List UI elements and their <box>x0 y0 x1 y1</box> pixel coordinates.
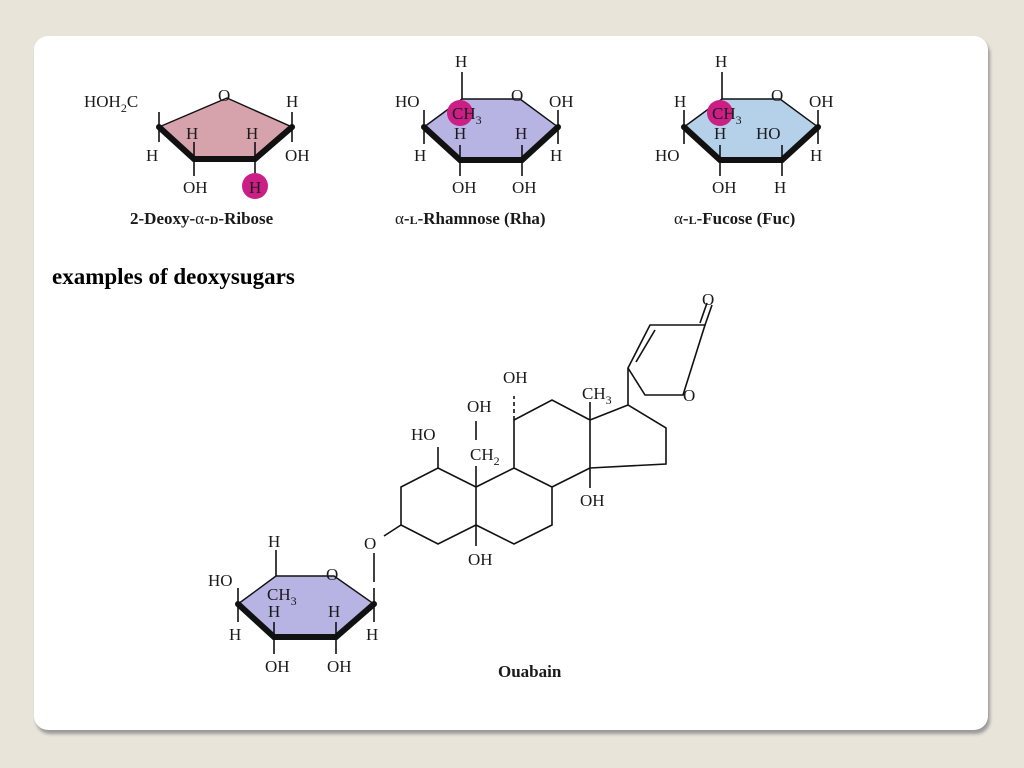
rhamnose-h-c5: H <box>455 52 467 71</box>
fucose-h-c3-up: H <box>714 124 726 143</box>
ouabain-oh-c11: OH <box>503 368 528 387</box>
ribose-oh-c1: OH <box>285 146 310 165</box>
ouabain-structure: O O CH3 OH OH HO CH2 OH OH O H HO CH3 O … <box>208 290 714 681</box>
butenolide-ring <box>627 324 707 396</box>
ouabain-oh-c19: OH <box>467 397 492 416</box>
ribose-h-c4-up: H <box>186 124 198 143</box>
deoxy-position-highlight <box>242 173 268 199</box>
rhamnose-ch3: CH3 <box>452 104 482 127</box>
fucose-h-c5: H <box>715 52 727 71</box>
lactone-ring-oxygen: O <box>683 386 695 405</box>
hoh2c-label: HOH2C <box>84 92 138 115</box>
sugar-oh-c2: OH <box>327 657 352 676</box>
ouabain-sugar-ring <box>236 575 376 638</box>
sugar-ch3: CH3 <box>267 585 297 608</box>
ouabain-oh-c14: OH <box>580 491 605 510</box>
glycosidic-oxygen: O <box>364 534 376 553</box>
rhamnose-oh-c2: OH <box>512 178 537 197</box>
fucose-h-c4-up: H <box>674 92 686 111</box>
fucose-h-c1: H <box>810 146 822 165</box>
rhamnose-h-c4: H <box>414 146 426 165</box>
rhamnose-methyl-highlight <box>447 100 473 126</box>
ribose-h-c4: H <box>146 146 158 165</box>
rhamnose-h-c3-up: H <box>454 124 466 143</box>
fucose-methyl-highlight <box>707 100 733 126</box>
sugar-h-c1: H <box>366 625 378 644</box>
sugar-h-c5: H <box>268 532 280 551</box>
rhamnose-structure: H HO CH3 O OH H H H H OH OH α-L-Rhamnose… <box>395 52 574 228</box>
lactone-carbonyl-oxygen: O <box>702 290 714 309</box>
rhamnose-caption: α-L-Rhamnose (Rha) <box>395 209 546 228</box>
rhamnose-ring <box>422 98 560 161</box>
rhamnose-oh-c1: OH <box>549 92 574 111</box>
ribose-h-c3-up: H <box>246 124 258 143</box>
fucose-structure: H H CH3 O OH H HO HO H OH H α-L-Fucose (… <box>655 52 834 228</box>
ribose-h-c2: H <box>249 178 261 197</box>
ribose-oh-c3: OH <box>183 178 208 197</box>
ribose-ring-oxygen: O <box>218 86 230 105</box>
ouabain-ho-c1: HO <box>411 425 436 444</box>
fucose-ring-oxygen: O <box>771 86 783 105</box>
fucose-h-c2: H <box>774 178 786 197</box>
sugar-ring-oxygen: O <box>326 565 338 584</box>
ribose-caption: 2-Deoxy-α-D-Ribose <box>130 209 274 228</box>
ouabain-caption: Ouabain <box>498 662 562 681</box>
ouabain-oh-c5: OH <box>468 550 493 569</box>
fucose-oh-c1: OH <box>809 92 834 111</box>
sugar-h-c4: H <box>229 625 241 644</box>
rhamnose-oh-c3: OH <box>452 178 477 197</box>
deoxyribose-structure: HOH2C O H H H H OH OH H 2-Deoxy-α-D-Ribo… <box>84 86 310 228</box>
rhamnose-ring-oxygen: O <box>511 86 523 105</box>
sugar-h-c3-up: H <box>268 602 280 621</box>
fucose-ring <box>682 98 820 161</box>
fucose-ho-c4: HO <box>655 146 680 165</box>
slide-heading: examples of deoxysugars <box>52 264 295 289</box>
rhamnose-h-c1: H <box>550 146 562 165</box>
sugar-oh-c3: OH <box>265 657 290 676</box>
fucose-caption: α-L-Fucose (Fuc) <box>674 209 795 228</box>
ouabain-steroid-skeleton <box>400 368 667 545</box>
rhamnose-ho-c4: HO <box>395 92 420 111</box>
fucose-ch3: CH3 <box>712 104 742 127</box>
sugar-h-c2-up: H <box>328 602 340 621</box>
rhamnose-h-c2-up: H <box>515 124 527 143</box>
ribose-h-c1: H <box>286 92 298 111</box>
ouabain-ch2: CH2 <box>470 445 500 468</box>
sugar-ho-c4: HO <box>208 571 233 590</box>
fucose-oh-c3: OH <box>712 178 737 197</box>
ouabain-ch3: CH3 <box>582 384 612 407</box>
deoxyribose-ring <box>157 97 294 160</box>
fucose-ho-c2-up: HO <box>756 124 781 143</box>
